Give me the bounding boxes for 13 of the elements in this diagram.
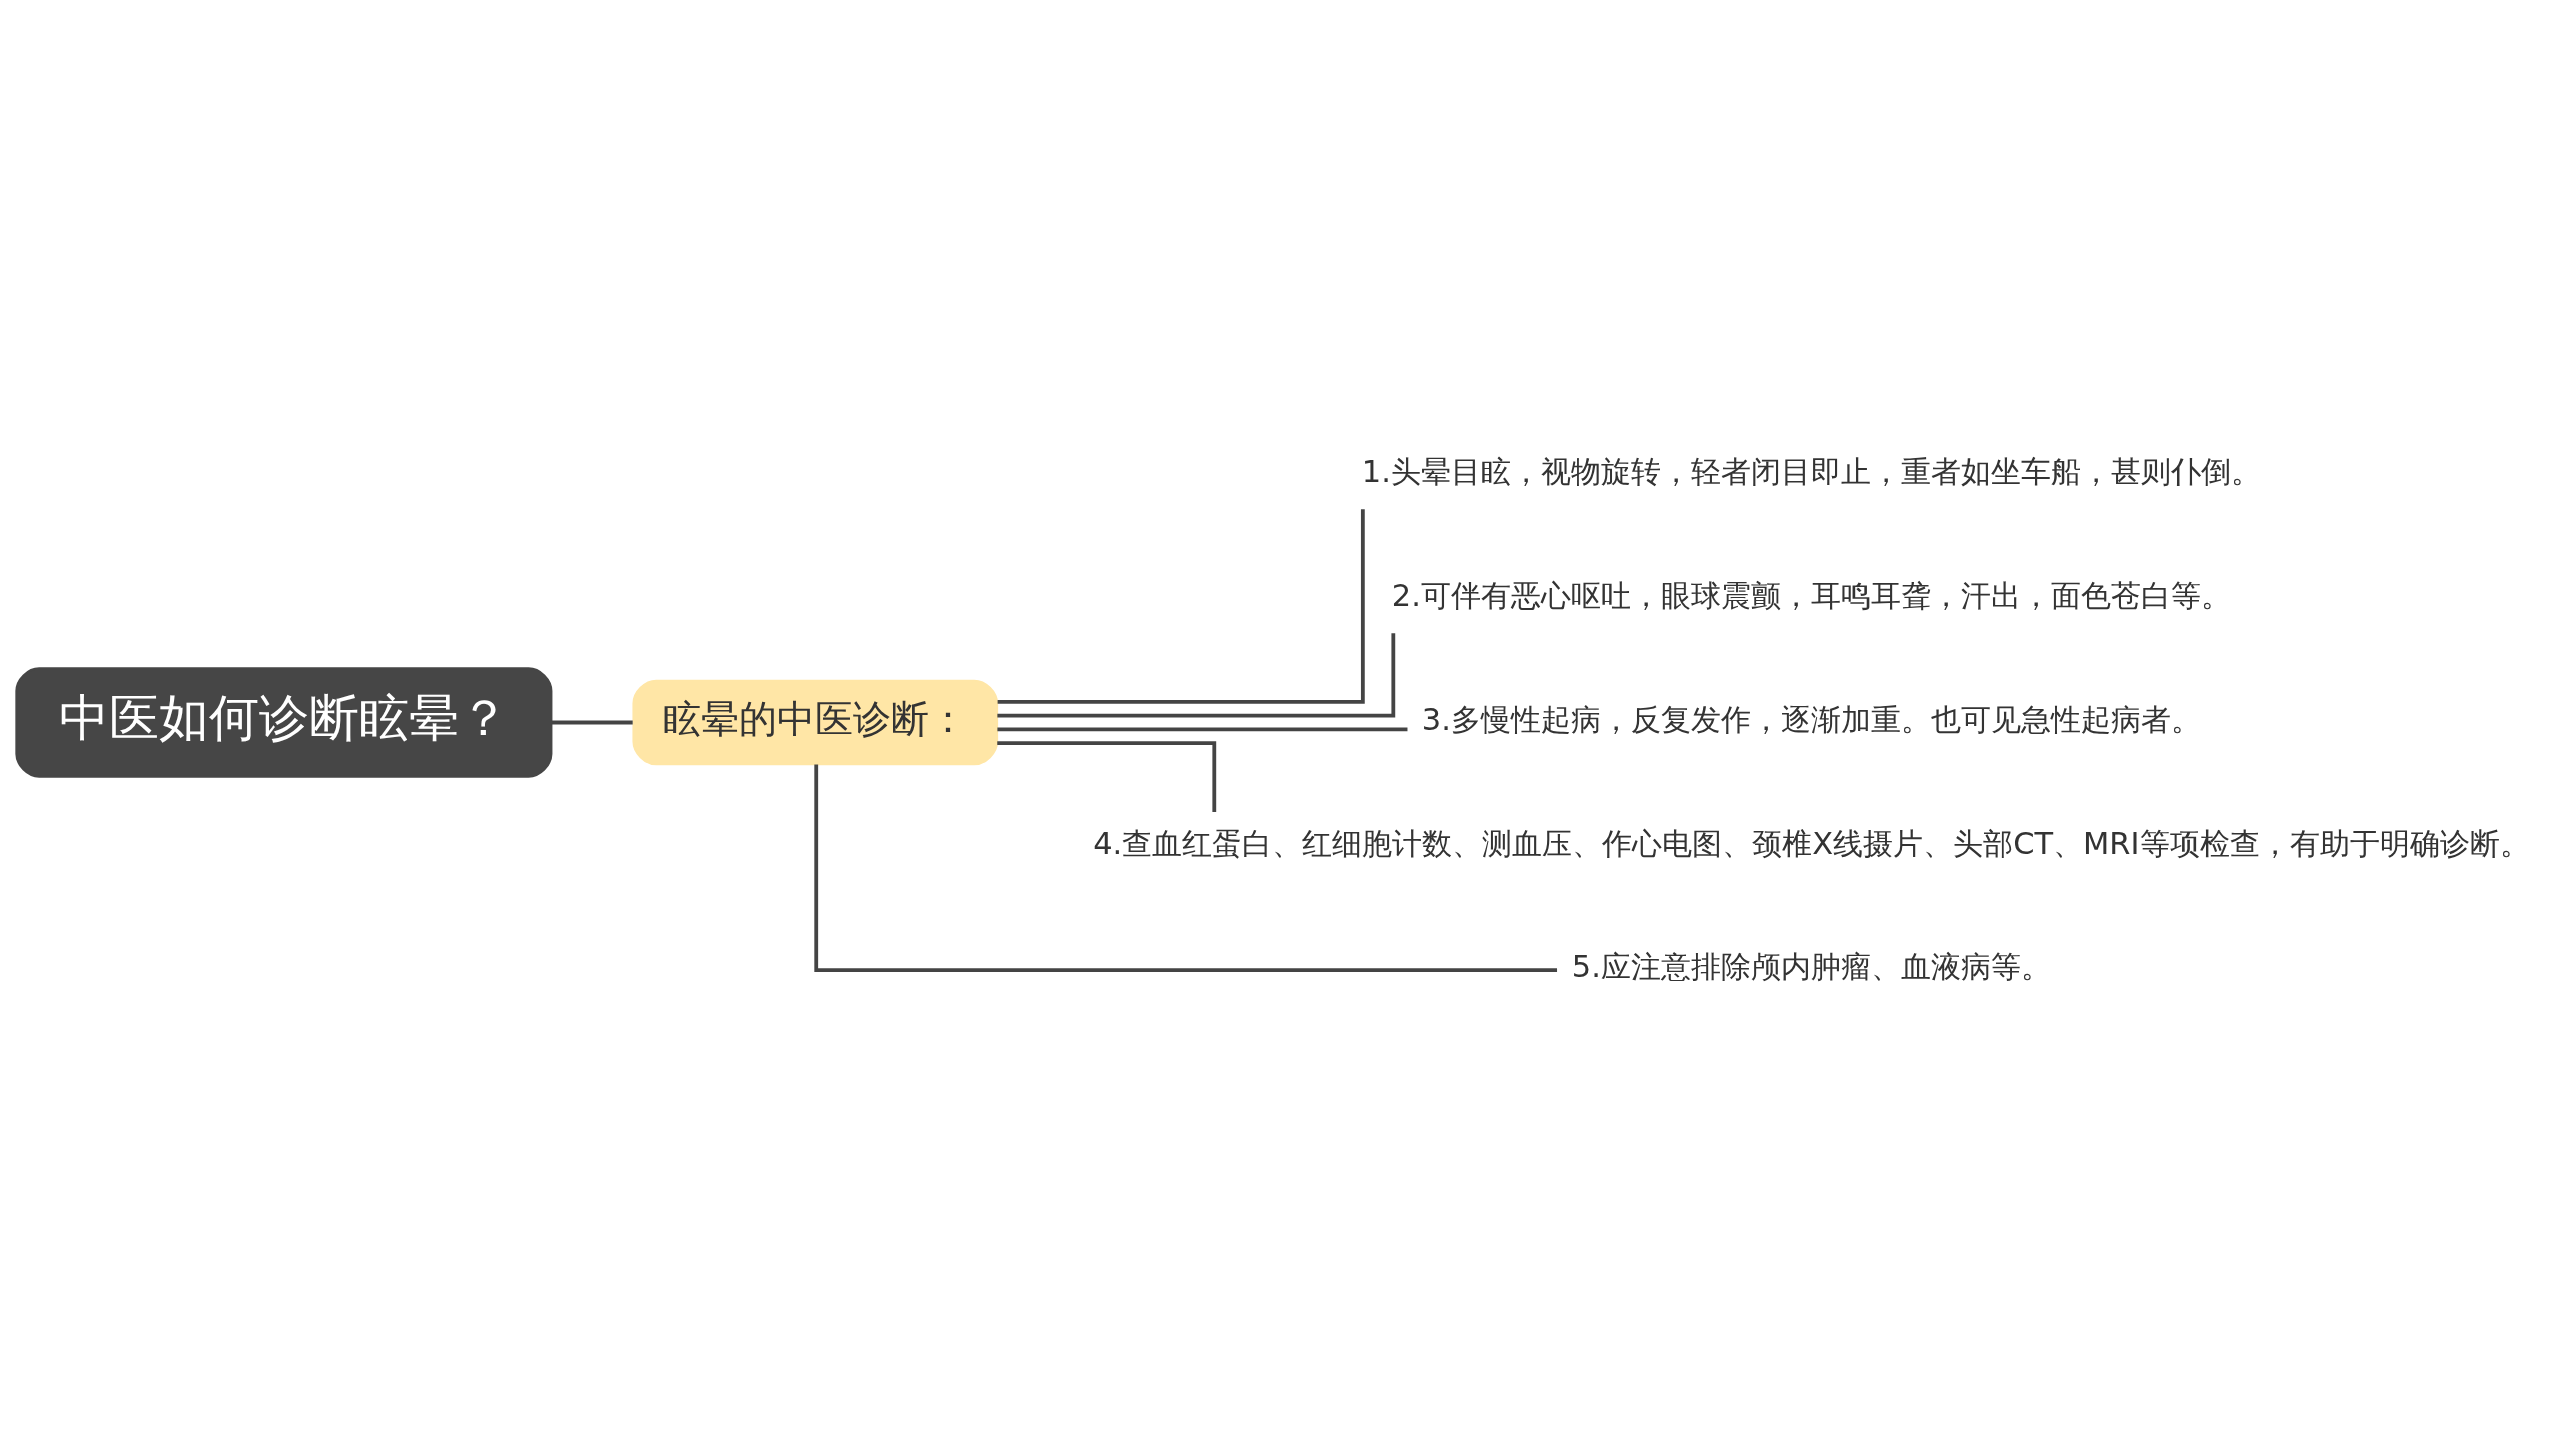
node-text: 4.查血红蛋白、红细胞计数、测血压、作心电图、颈椎X线摄片、头部CT、MRI等项检查，有助于明确诊断。 [1093,825,2530,861]
connector [997,727,1408,732]
connector [814,764,1558,972]
connector [997,741,1217,812]
node-text: 2.可伴有恶心呕吐，眼球震颤，耳鸣耳聋，汗出，面色苍白等。 [1391,577,2231,613]
connector [551,720,633,725]
node-box: 中医如何诊断眩晕？ [15,667,553,778]
node-text: 1.头晕目眩，视物旋转，轻者闭目即止，重者如坐车船，甚则仆倒。 [1361,454,2261,490]
connector [997,633,1396,718]
node-text: 3.多慢性起病，反复发作，逐渐加重。也可见急性起病者。 [1421,701,2201,737]
connector [997,509,1365,704]
node-box: 眩晕的中医诊断： [632,679,999,766]
node-text: 5.应注意排除颅内肿瘤、血液病等。 [1571,949,2051,985]
